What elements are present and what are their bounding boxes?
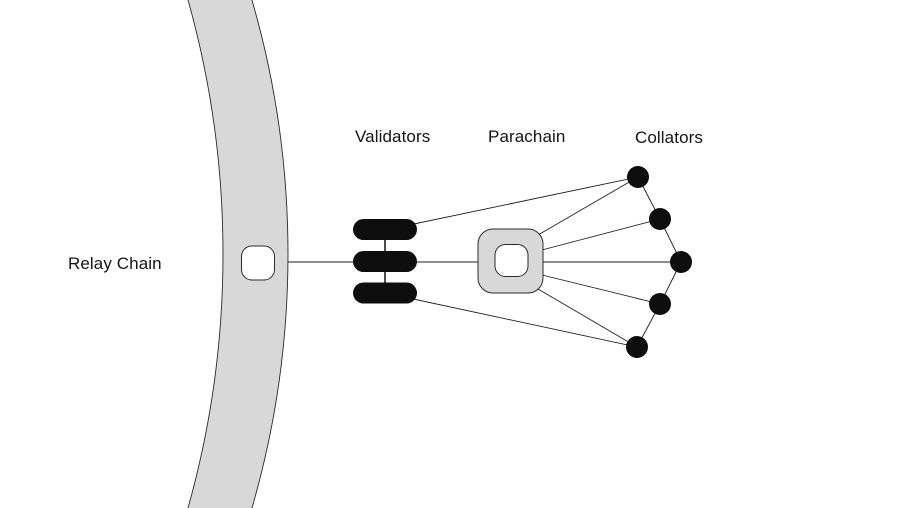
parachain-block-node bbox=[494, 244, 529, 277]
parachain-label: Parachain bbox=[488, 127, 566, 146]
collator-node-1 bbox=[627, 166, 649, 188]
link-parachain-to-collator-1 bbox=[537, 176, 639, 236]
collator-node-4 bbox=[649, 293, 671, 315]
link-parachain-to-collator-4 bbox=[537, 273, 661, 305]
validators-label: Validators bbox=[355, 127, 431, 146]
link-validator-bottom-to-collator-5 bbox=[389, 293, 638, 348]
link-parachain-to-collator-2 bbox=[537, 218, 661, 252]
link-validator-top-to-collator-1 bbox=[389, 176, 639, 230]
collator-node-5 bbox=[626, 336, 648, 358]
relay-chain-block-node bbox=[241, 245, 275, 281]
collators-label: Collators bbox=[635, 128, 703, 147]
collator-node-2 bbox=[649, 208, 671, 230]
validator-pill-1 bbox=[353, 219, 417, 240]
link-parachain-to-collator-5 bbox=[537, 288, 638, 348]
collator-node-3 bbox=[670, 251, 692, 273]
validator-pill-2 bbox=[353, 251, 417, 272]
relay-chain-label: Relay Chain bbox=[68, 254, 162, 273]
relay-chain-band bbox=[187, 0, 289, 508]
validator-pill-3 bbox=[353, 282, 417, 304]
